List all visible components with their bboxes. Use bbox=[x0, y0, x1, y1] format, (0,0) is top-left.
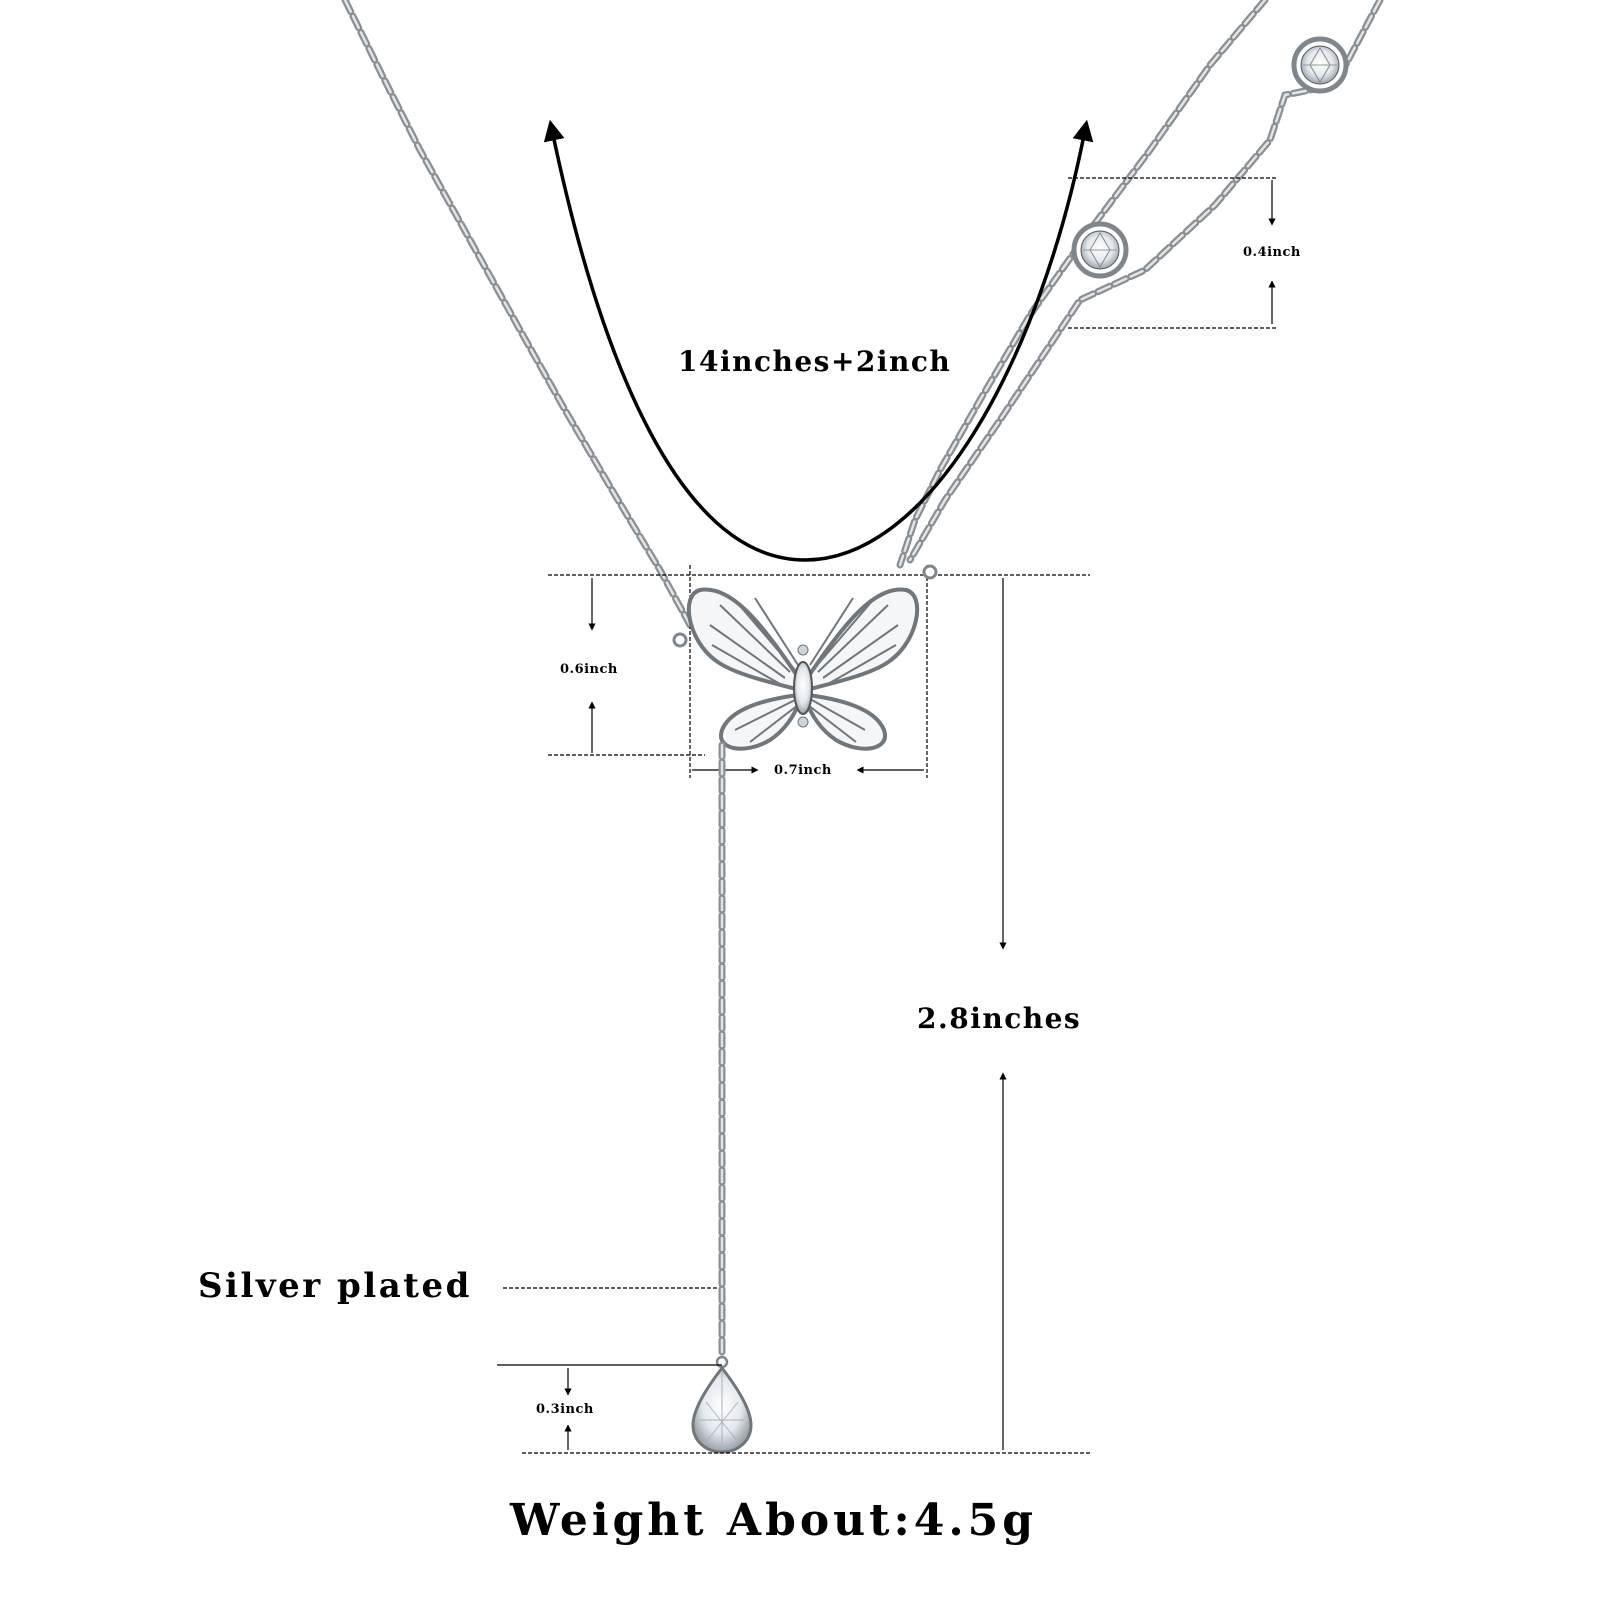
drop-length-dimension bbox=[522, 578, 1092, 1454]
pendant-bail-left bbox=[672, 632, 688, 648]
chain-right-inner bbox=[906, 0, 1384, 564]
pendant-width-label: 0.7inch bbox=[774, 763, 832, 778]
bezel-stone-upper bbox=[1291, 36, 1349, 94]
chain-left bbox=[341, 0, 694, 629]
pendant-height-label: 0.6inch bbox=[560, 662, 618, 677]
teardrop-height-label: 0.3inch bbox=[536, 1402, 594, 1417]
butterfly-pendant bbox=[686, 587, 920, 751]
material-label: Silver plated bbox=[198, 1266, 472, 1306]
teardrop-height-dimension bbox=[497, 1364, 722, 1450]
bezel-spacing-label: 0.4inch bbox=[1243, 245, 1301, 260]
pendant-bail-right bbox=[922, 564, 938, 580]
necklace-length-label: 14inches+2inch bbox=[678, 345, 952, 378]
chain-right-outer bbox=[896, 0, 1269, 569]
teardrop-stone bbox=[691, 1355, 753, 1454]
bezel-stone-lower bbox=[1071, 221, 1129, 279]
weight-label: Weight About:4.5g bbox=[510, 1495, 1038, 1546]
drop-length-label: 2.8inches bbox=[917, 1002, 1082, 1035]
pendant-height-dimension bbox=[548, 574, 1090, 756]
bezel-spacing-dimension bbox=[1068, 177, 1278, 329]
necklace-length-curve bbox=[543, 119, 1094, 562]
